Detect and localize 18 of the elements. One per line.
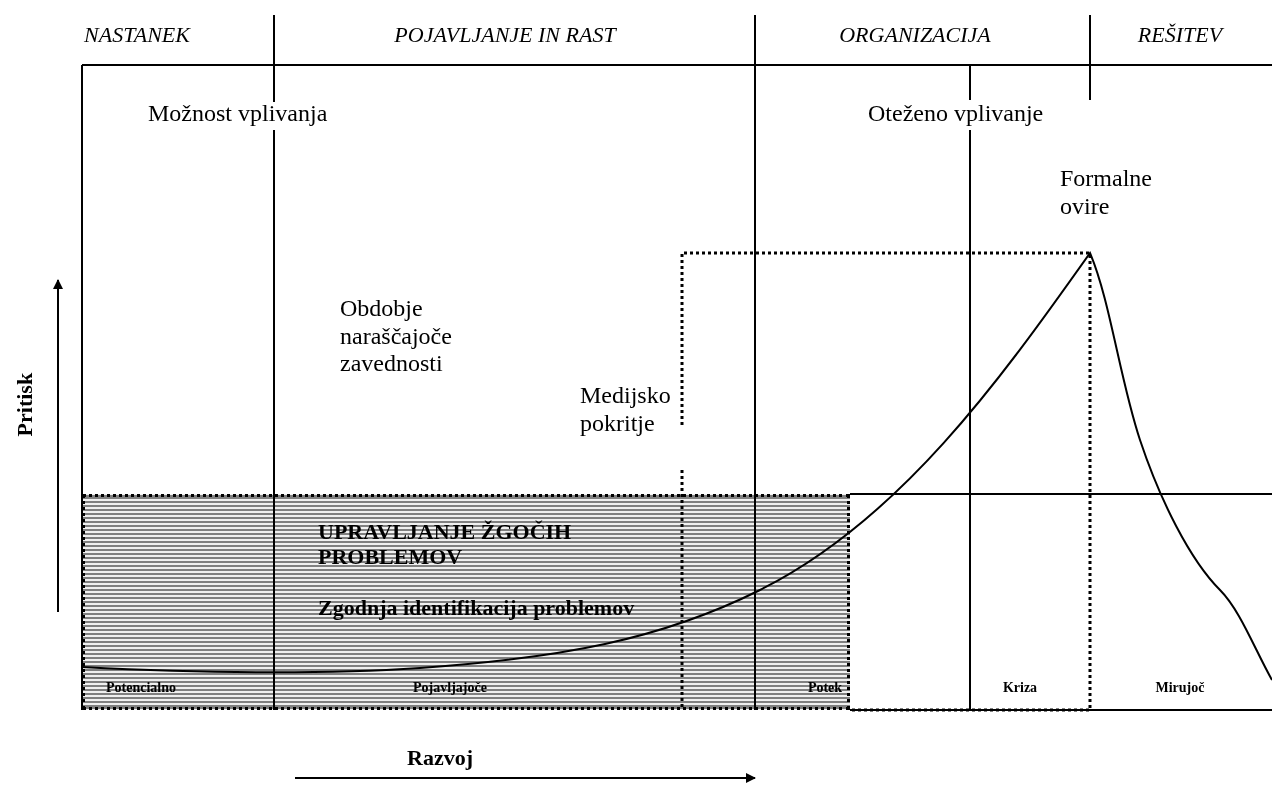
phase-heading: ORGANIZACIJA xyxy=(838,22,992,48)
axis-label: Pritisk xyxy=(12,371,38,439)
stage-label: Pojavljajoče xyxy=(412,680,488,697)
stage-label: Mirujoč xyxy=(1154,680,1206,697)
phase-heading: POJAVLJANJE IN RAST xyxy=(393,22,618,48)
stage-label: Potek xyxy=(806,680,844,697)
stage-label: Potencialno xyxy=(105,680,177,697)
zone-label: Možnost vplivanja xyxy=(148,100,329,128)
annotation-text: Formalne ovire xyxy=(1060,165,1153,221)
annotation-text: Obdobje naraščajoče zavednosti xyxy=(340,295,453,378)
phase-heading: REŠITEV xyxy=(1136,22,1225,48)
stage-label: Kriza xyxy=(1001,680,1039,697)
annotation-text: Medijsko pokritje xyxy=(580,382,672,438)
phase-heading: NASTANEK xyxy=(83,22,192,48)
axis-label: Razvoj xyxy=(406,745,474,771)
zone-label: Oteženo vplivanje xyxy=(868,100,1045,128)
shaded-region xyxy=(82,494,850,710)
region-subtitle: Zgodnja identifikacija problemov xyxy=(318,595,636,621)
